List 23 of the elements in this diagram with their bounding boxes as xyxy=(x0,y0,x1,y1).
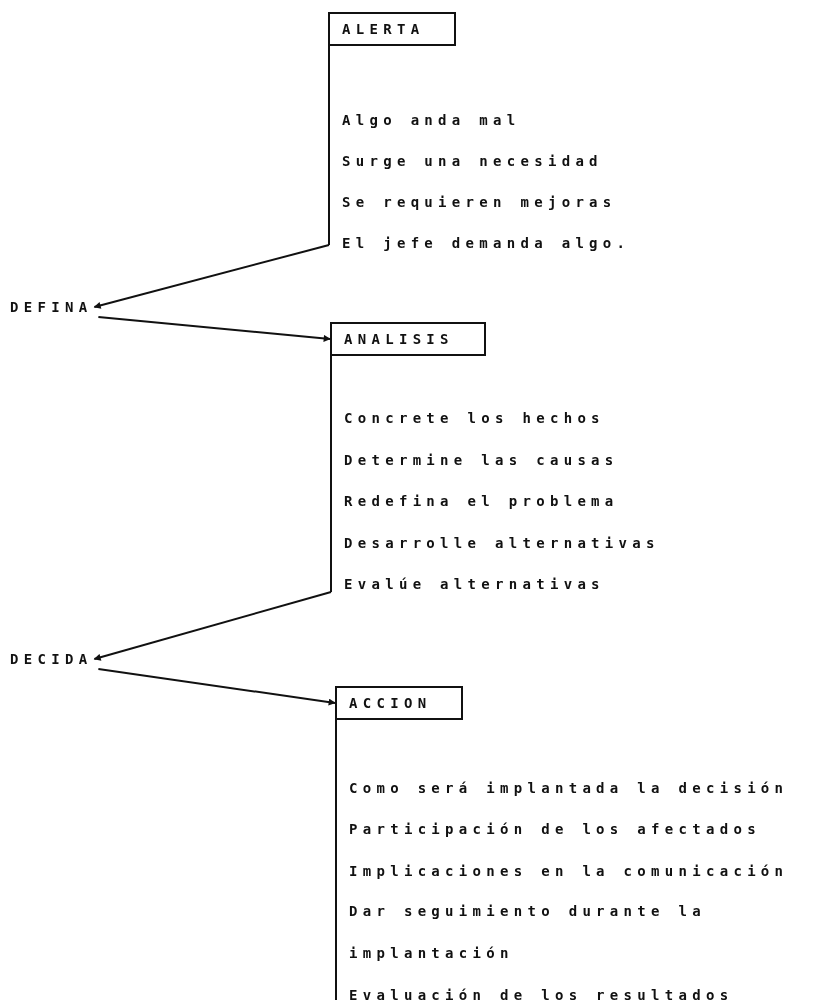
list-item: Implicaciones en la comunicación xyxy=(349,861,790,881)
list-item: Dar seguimiento durante la implantación xyxy=(349,902,707,963)
list-item: Determine las causas xyxy=(344,450,620,470)
step-label: DEFINA xyxy=(10,299,93,315)
list-item: Evaluación de los resultados xyxy=(349,985,735,1003)
arrow xyxy=(93,591,332,661)
list-item: El jefe demanda algo. xyxy=(342,234,632,253)
list-item: Como será implantada la decisión xyxy=(349,779,790,798)
list-item: Surge una necesidad xyxy=(342,152,604,171)
list-item: Se requieren mejoras xyxy=(342,193,618,212)
list-item: Participación de los afectados xyxy=(349,820,762,840)
list-item: Concrete los hechos xyxy=(344,409,606,428)
step-label: DECIDA xyxy=(10,651,93,667)
section-heading: ANALISIS xyxy=(330,322,486,356)
list-item: Redefina el problema xyxy=(344,492,620,511)
arrow xyxy=(97,668,336,706)
list-item: Desarrolle alternativas xyxy=(344,533,660,553)
list-item: Algo anda mal xyxy=(342,111,522,130)
arrow xyxy=(93,244,330,309)
section-heading: ALERTA xyxy=(328,12,457,46)
arrow xyxy=(97,316,331,342)
list-item: Evalúe alternativas xyxy=(344,575,606,594)
section-heading: ACCION xyxy=(335,686,464,720)
